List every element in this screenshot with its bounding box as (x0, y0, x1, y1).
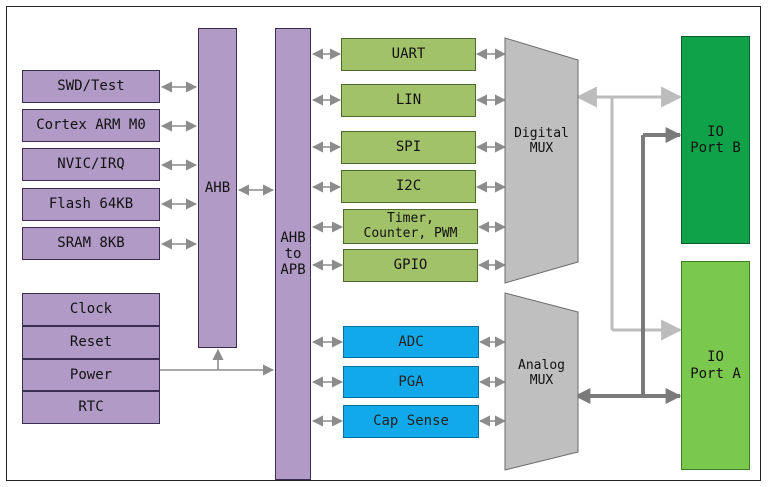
analog-mux-label: Analog MUX (518, 358, 565, 388)
i2c-block: I2C (341, 170, 476, 203)
spi-block: SPI (341, 131, 476, 164)
reset-block: Reset (22, 326, 160, 359)
cortex-arm-m0-block: Cortex ARM M0 (22, 109, 160, 142)
uart-block: UART (341, 38, 476, 71)
nvic-irq-block: NVIC/IRQ (22, 148, 160, 181)
power-block: Power (22, 359, 160, 391)
ahb-to-apb-bridge: AHB to APB (275, 28, 311, 480)
gpio-block: GPIO (343, 249, 478, 282)
flash-block: Flash 64KB (22, 188, 160, 221)
sram-block: SRAM 8KB (22, 227, 160, 260)
pga-block: PGA (343, 366, 479, 398)
ahb-bus: AHB (198, 28, 237, 348)
analog-mux-shape (504, 292, 579, 471)
digital-mux-shape (504, 37, 579, 284)
timer-counter-pwm-block: Timer, Counter, PWM (343, 209, 478, 244)
lin-block: LIN (341, 84, 476, 117)
swd-test-block: SWD/Test (22, 70, 160, 103)
io-port-b: IO Port B (681, 36, 750, 244)
diagram-frame (6, 6, 761, 481)
cap-sense-block: Cap Sense (343, 405, 479, 438)
rtc-block: RTC (22, 391, 160, 424)
io-port-a: IO Port A (681, 261, 750, 470)
adc-block: ADC (343, 326, 479, 358)
digital-mux-label: Digital MUX (514, 126, 569, 156)
clock-block: Clock (22, 293, 160, 326)
